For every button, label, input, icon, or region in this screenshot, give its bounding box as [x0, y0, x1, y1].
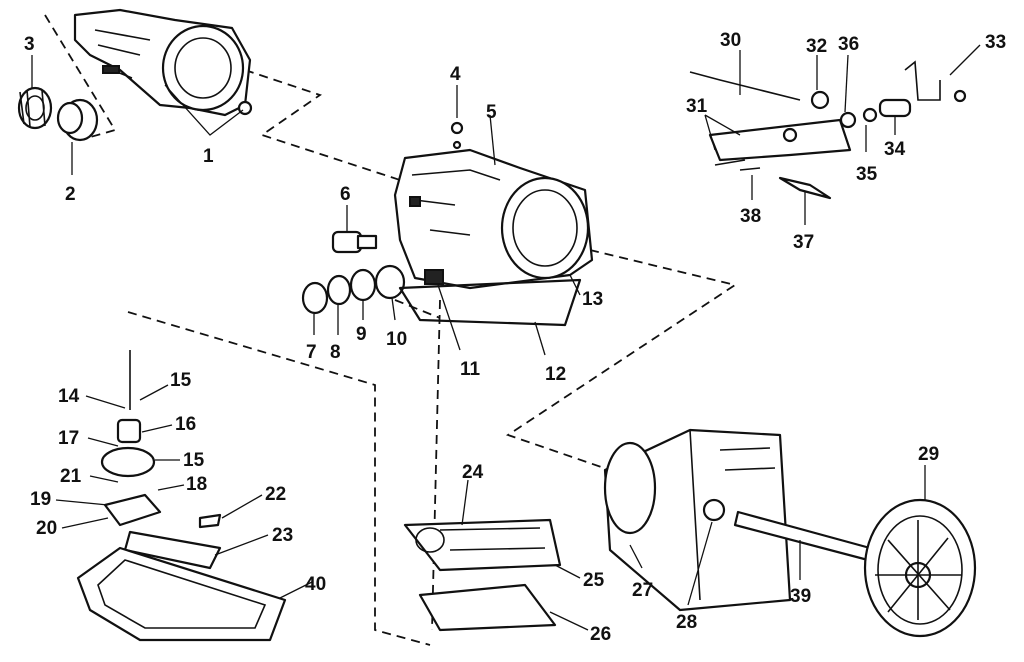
callout-25: 25	[583, 570, 605, 591]
callout-12: 12	[545, 364, 566, 385]
callout-20: 20	[36, 518, 57, 539]
transmission-case-main	[393, 121, 594, 290]
callout-30: 30	[720, 30, 741, 51]
callout-7: 7	[306, 342, 317, 363]
callout-31: 31	[686, 96, 708, 117]
callout-34: 34	[884, 139, 906, 160]
pan-gasket-part-12	[398, 278, 582, 327]
callout-18: 18	[186, 474, 207, 495]
callout-2: 2	[65, 184, 76, 205]
callout-17: 17	[58, 428, 79, 449]
callout-11: 11	[460, 359, 481, 380]
clutch-pack-part-3	[17, 86, 53, 130]
callout-6: 6	[340, 184, 351, 205]
callout-27: 27	[632, 580, 653, 601]
filter-and-pan-assembly	[76, 350, 287, 642]
callout-10: 10	[386, 329, 407, 350]
seals-rings	[301, 264, 444, 315]
drum-ring-part-2	[56, 98, 99, 142]
callout-21: 21	[60, 466, 82, 487]
callout-33: 33	[985, 32, 1006, 53]
callout-1: 1	[203, 146, 214, 167]
transmission-case-upper	[73, 8, 253, 117]
callout-16: 16	[175, 414, 196, 435]
assembly-dashed-lines	[44, 14, 738, 646]
callout-28: 28	[676, 612, 697, 633]
callout-32: 32	[806, 36, 827, 57]
callout-22: 22	[265, 484, 286, 505]
callout-labels: 1 2 3 4 5 6 7 8 9 10 11 12 13 14 15 15 1…	[24, 30, 1006, 645]
callout-39: 39	[790, 586, 811, 607]
callout-5: 5	[486, 102, 497, 123]
callout-23: 23	[272, 525, 293, 546]
callout-24: 24	[462, 462, 484, 483]
callout-15a: 15	[170, 370, 192, 391]
callout-8: 8	[330, 342, 341, 363]
callout-14: 14	[58, 386, 80, 407]
callout-35: 35	[856, 164, 878, 185]
callout-40: 40	[305, 574, 326, 595]
callout-19: 19	[30, 489, 51, 510]
callout-9: 9	[356, 324, 367, 345]
leader-lines	[31, 44, 981, 631]
callout-26: 26	[590, 624, 611, 645]
converter-housing-part-27	[603, 428, 792, 612]
callout-38: 38	[740, 206, 761, 227]
callout-36: 36	[838, 34, 859, 55]
callout-3: 3	[24, 34, 35, 55]
callout-15b: 15	[183, 450, 205, 471]
modulator-part-6	[331, 230, 378, 254]
torque-converter-part-29	[863, 498, 977, 638]
callout-37: 37	[793, 232, 814, 253]
callout-29: 29	[918, 444, 939, 465]
valve-body-assembly	[403, 518, 562, 632]
callout-13: 13	[582, 289, 603, 310]
callout-4: 4	[450, 64, 461, 85]
